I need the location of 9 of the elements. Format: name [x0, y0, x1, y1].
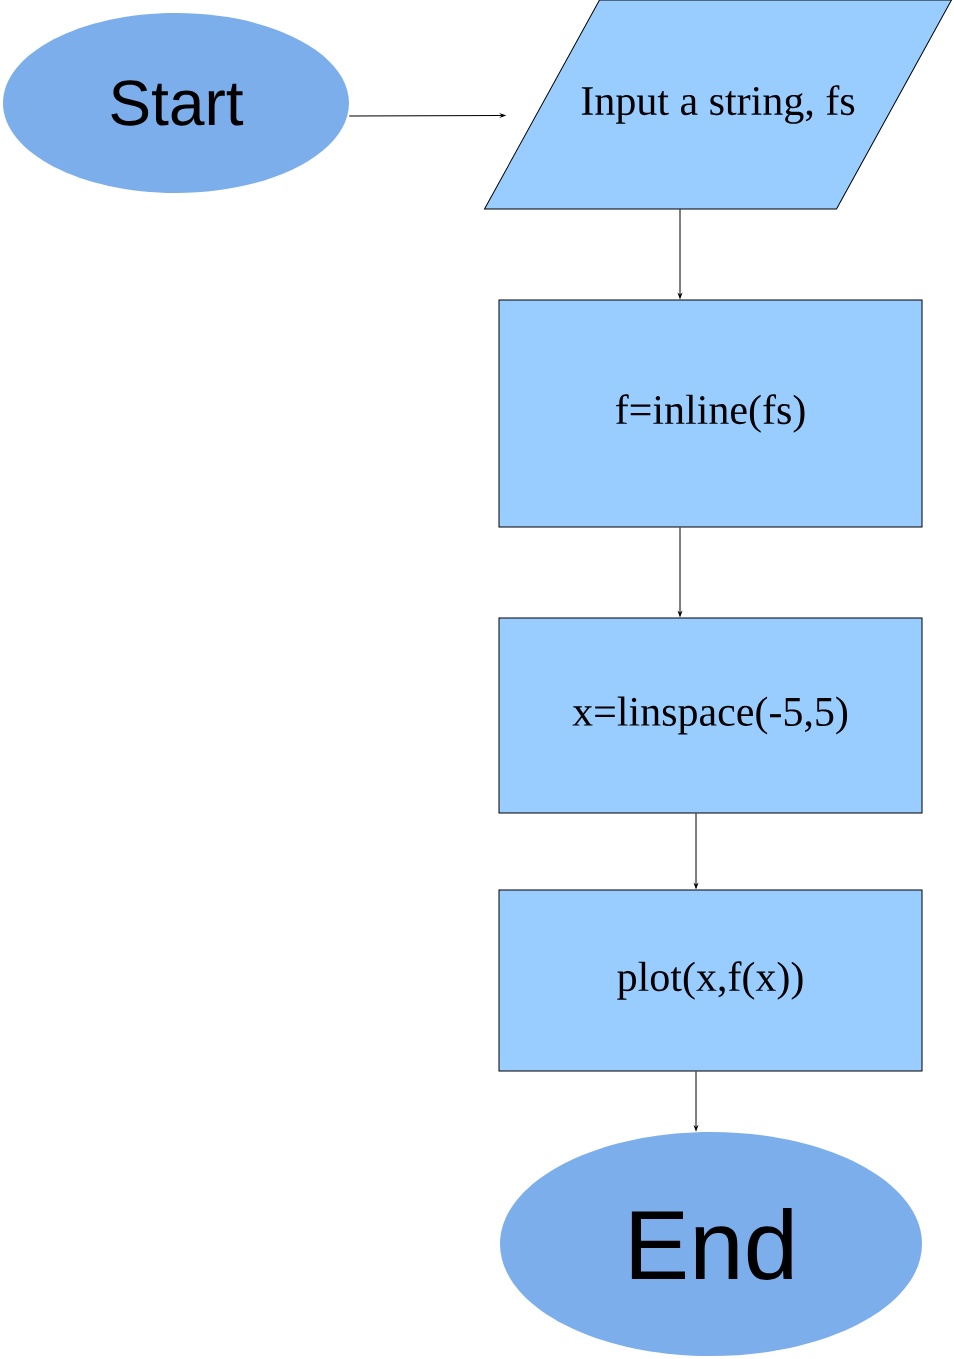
process-box: x=linspace(-5,5) — [498, 617, 923, 814]
arrow — [678, 208, 682, 299]
process-box: f=inline(fs) — [498, 299, 923, 528]
input-parallelogram: Input a string, fs — [484, 0, 952, 210]
arrow — [348, 113, 506, 118]
arrow — [694, 1071, 698, 1131]
arrow — [694, 813, 698, 889]
process-box: plot(x,f(x)) — [498, 889, 923, 1072]
arrow — [678, 527, 682, 617]
